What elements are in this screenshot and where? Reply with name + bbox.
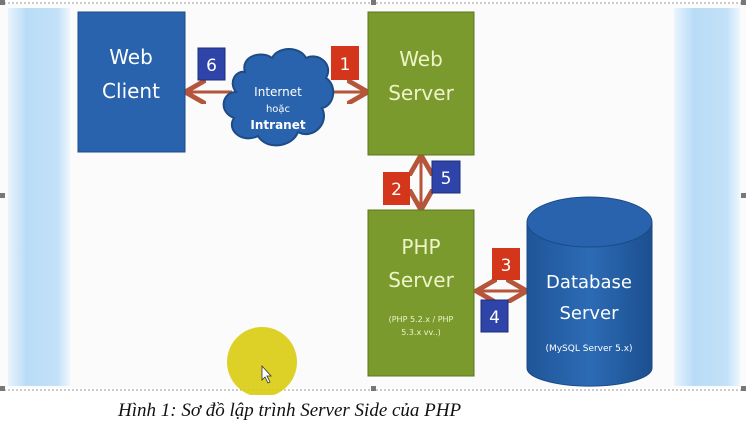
web-client-label: Web	[109, 45, 153, 69]
step-badge-2: 2	[383, 172, 410, 205]
cloud-label: hoặc	[266, 104, 290, 115]
database-cylinder: Database Server (MySQL Server 5.x)	[526, 196, 653, 387]
web-client-box: Web Client	[77, 11, 186, 153]
step-badge-1: 1	[331, 46, 359, 80]
svg-text:6: 6	[206, 56, 217, 76]
svg-text:2: 2	[391, 180, 402, 200]
resize-handle[interactable]	[741, 386, 746, 391]
php-server-label: Server	[388, 268, 454, 292]
database-label: Server	[559, 303, 619, 324]
web-server-label: Server	[388, 81, 454, 105]
left-side-panel	[8, 8, 70, 386]
step-badge-5: 5	[431, 160, 461, 194]
resize-handle[interactable]	[0, 386, 5, 391]
figure-caption: Hình 1: Sơ đồ lập trình Server Side của …	[118, 400, 462, 421]
database-version-note: (MySQL Server 5.x)	[545, 344, 632, 354]
cloud-label: Internet	[254, 85, 302, 99]
resize-handle[interactable]	[371, 0, 376, 5]
database-label: Database	[546, 272, 632, 293]
web-server-box: Web Server	[367, 11, 475, 156]
resize-handle[interactable]	[0, 0, 5, 5]
cloud-label: Intranet	[250, 118, 305, 132]
diagram: Web Client Internet hoặc Intranet Web Se…	[0, 0, 746, 395]
cursor-icon	[261, 364, 272, 384]
step-badge-4: 4	[480, 299, 509, 333]
svg-text:5: 5	[441, 169, 452, 189]
resize-handle[interactable]	[741, 193, 746, 198]
svg-text:1: 1	[340, 55, 351, 75]
svg-text:4: 4	[489, 308, 500, 328]
php-version-note: (PHP 5.2.x / PHP	[389, 315, 454, 324]
step-badge-6: 6	[197, 47, 226, 81]
php-server-box: PHP Server (PHP 5.2.x / PHP 5.3.x vv..)	[367, 209, 475, 377]
resize-handle[interactable]	[0, 193, 5, 198]
resize-handle[interactable]	[371, 386, 376, 391]
resize-handle[interactable]	[741, 0, 746, 5]
web-client-label: Client	[102, 79, 160, 103]
web-server-label: Web	[399, 47, 443, 71]
right-side-panel	[674, 8, 740, 386]
php-version-note: 5.3.x vv..)	[401, 328, 441, 337]
cursor-highlight	[227, 327, 297, 395]
svg-text:3: 3	[501, 256, 512, 276]
step-badge-3: 3	[492, 248, 520, 280]
php-server-label: PHP	[401, 235, 440, 259]
internet-cloud: Internet hoặc Intranet	[222, 48, 335, 147]
